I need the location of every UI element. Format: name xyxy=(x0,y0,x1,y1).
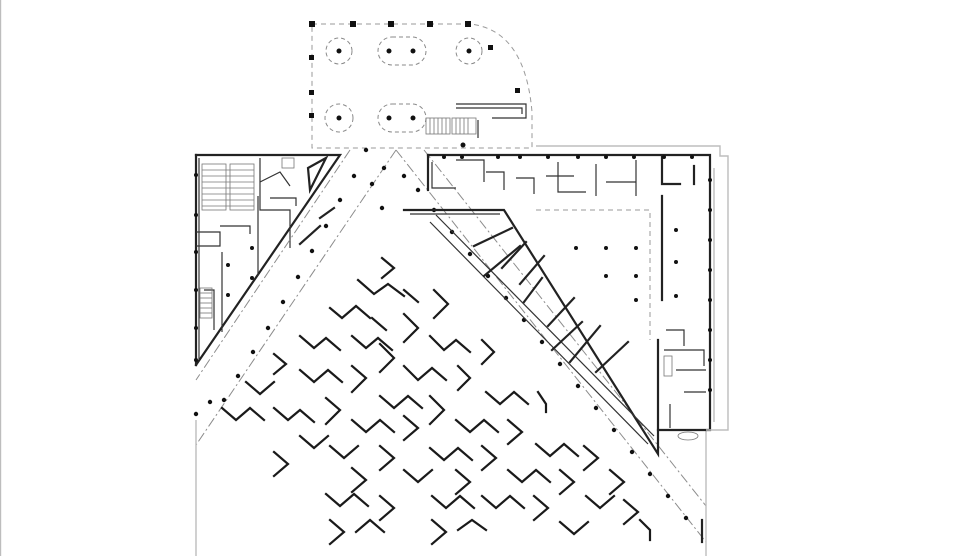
entrance-canopy xyxy=(309,21,533,149)
east-wing-partitions xyxy=(472,226,630,374)
east-wing xyxy=(402,145,729,458)
auditorium-seating xyxy=(201,163,255,211)
west-wing xyxy=(194,153,343,367)
central-plaza-maze xyxy=(220,256,704,546)
west-stairs xyxy=(199,287,213,319)
